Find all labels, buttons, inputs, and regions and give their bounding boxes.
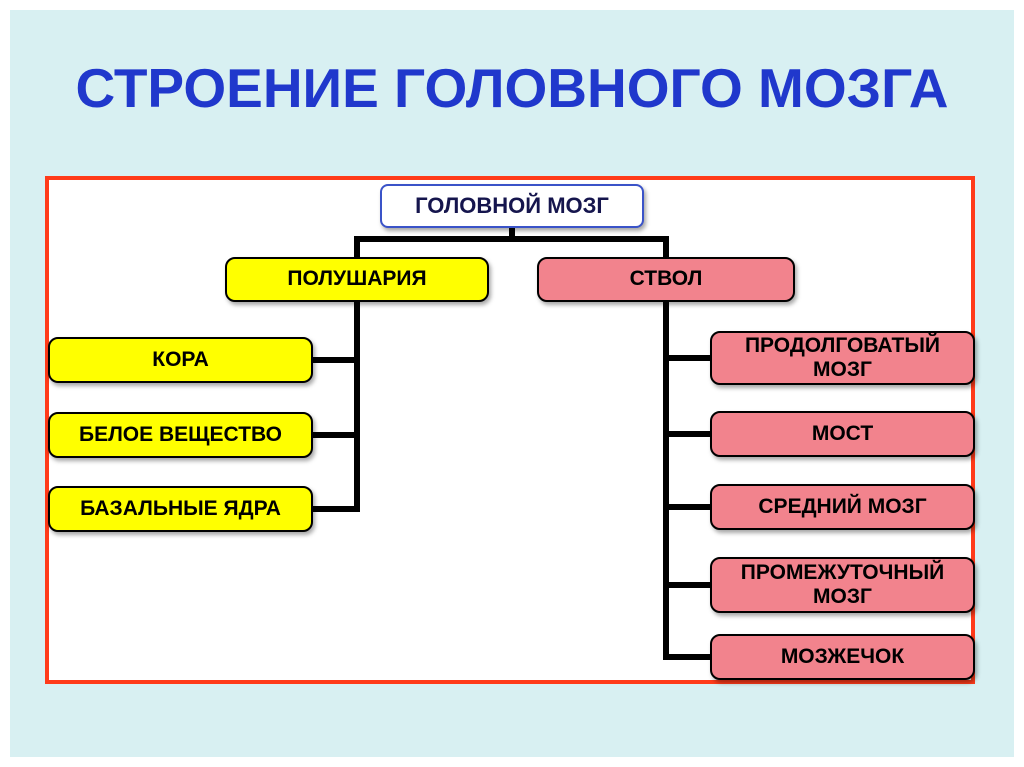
connector-stub-cortex [308,357,358,363]
node-midbrain: СРЕДНИЙ МОЗГ [710,484,975,530]
node-medulla: ПРОДОЛГОВАТЫЙ МОЗГ [710,331,975,385]
connector-right-drop [663,236,669,258]
connector-root-drop [509,226,515,240]
connector-stub-midbrain [666,504,712,510]
connector-stub-diencephalon [666,582,712,588]
node-brain-root: ГОЛОВНОЙ МОЗГ [380,184,644,228]
connector-stub-white-matter [308,432,358,438]
slide-title: СТРОЕНИЕ ГОЛОВНОГО МОЗГА [75,57,949,119]
connector-right-spine [663,301,669,660]
node-stem: СТВОЛ [537,257,795,302]
node-cerebellum: МОЗЖЕЧОК [710,634,975,680]
connector-stub-basal-ganglia [308,506,358,512]
connector-left-spine [354,301,360,512]
node-white-matter: БЕЛОЕ ВЕЩЕСТВО [48,412,313,458]
connector-left-drop [354,236,360,258]
connector-stub-medulla [666,355,712,361]
node-hemispheres: ПОЛУШАРИЯ [225,257,489,302]
node-cortex: КОРА [48,337,313,383]
connector-stub-pons [666,431,712,437]
connector-top-bar [354,236,669,242]
connector-stub-cerebellum [666,654,712,660]
node-pons: МОСТ [710,411,975,457]
node-basal-ganglia: БАЗАЛЬНЫЕ ЯДРА [48,486,313,532]
node-diencephalon: ПРОМЕЖУТОЧНЫЙ МОЗГ [710,557,975,613]
